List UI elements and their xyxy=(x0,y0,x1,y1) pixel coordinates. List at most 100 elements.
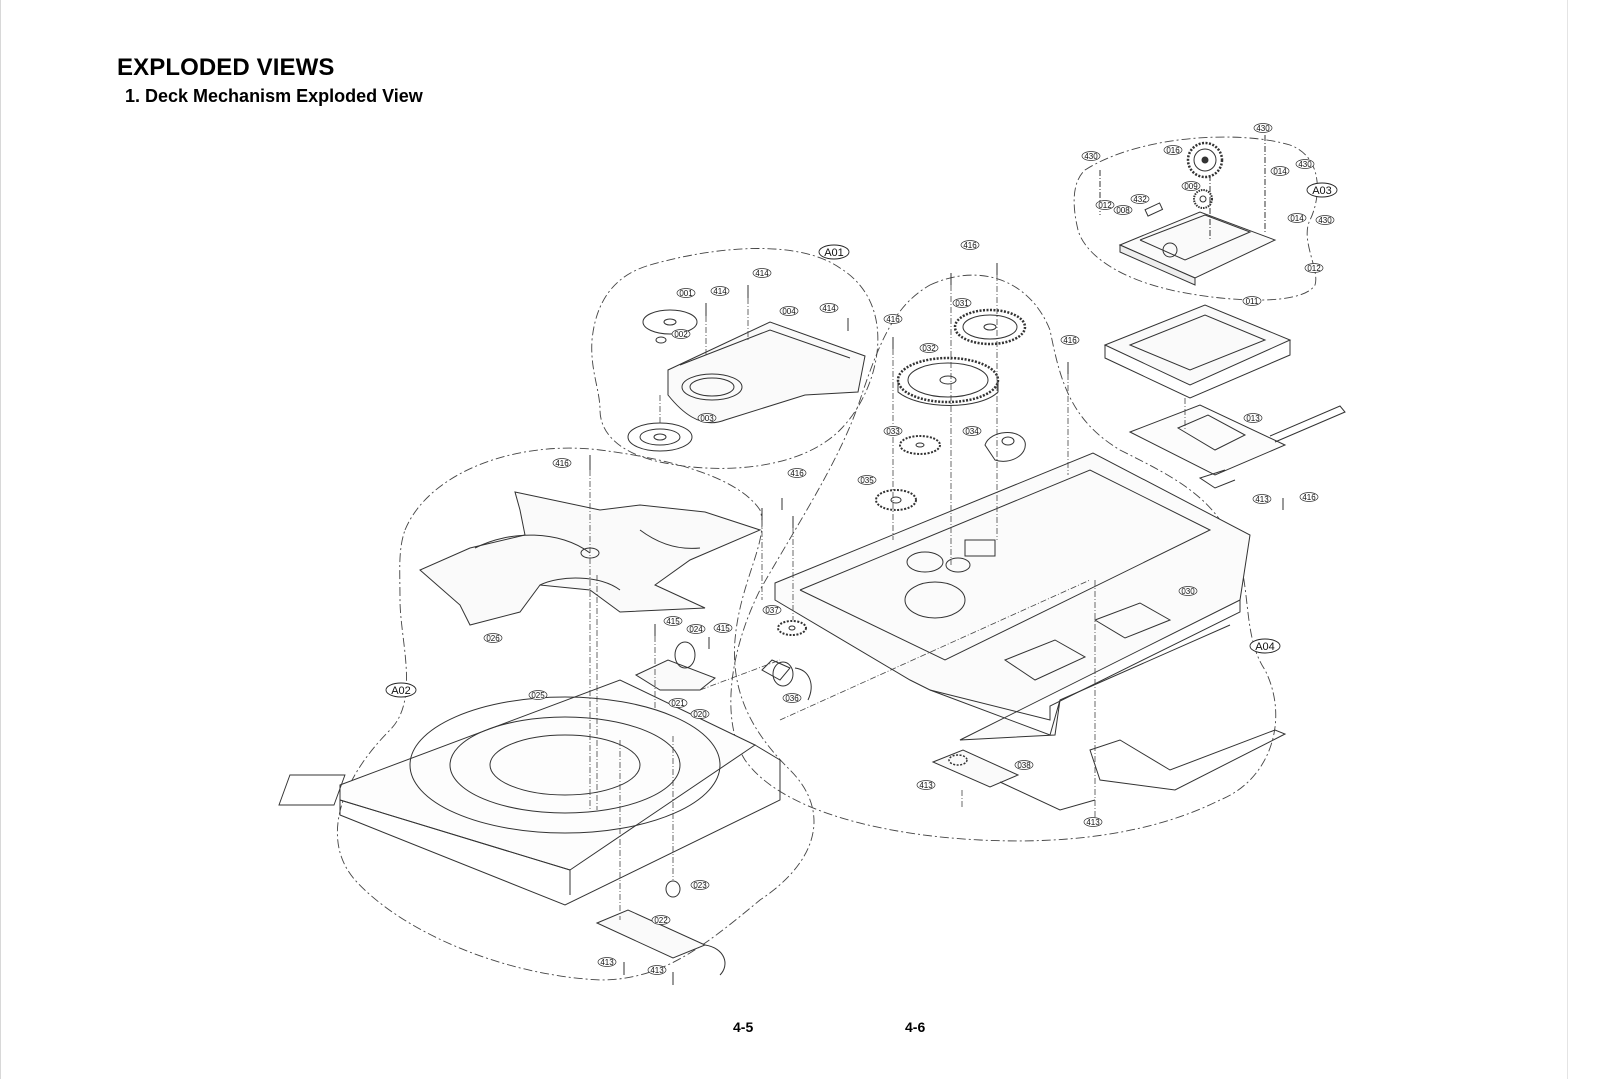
callout-a04-032: 032 xyxy=(919,343,939,353)
label-a04-011: 011 xyxy=(1246,297,1259,306)
label-a02-026: 026 xyxy=(486,634,500,643)
callout-a01-002: 002 xyxy=(671,329,691,339)
callout-a01-004: 004 xyxy=(779,306,799,316)
callout-a04-013: 013 xyxy=(1243,413,1263,423)
label-a01-001: 001 xyxy=(679,289,693,298)
disc-table-recess xyxy=(409,696,721,834)
label-a03-430-top: 430 xyxy=(1256,124,1270,133)
page-number-right: 4-6 xyxy=(905,1019,926,1035)
spindle-motor-icon xyxy=(1162,242,1178,258)
label-a02-021: 021 xyxy=(671,699,685,708)
clamper-003-icon xyxy=(627,422,693,452)
motor-036-icon xyxy=(761,659,791,681)
label-a04-033: 033 xyxy=(886,427,900,436)
callout-a02-026: 026 xyxy=(483,633,503,643)
board-013 xyxy=(1128,404,1287,476)
callout-a01-001: 001 xyxy=(676,288,696,298)
label-a04-034: 034 xyxy=(965,427,979,436)
knob-023-icon xyxy=(665,880,681,898)
label-a04-413-bottom: 413 xyxy=(919,781,933,790)
group-boundaries xyxy=(336,136,1318,981)
tray-window-right xyxy=(1093,602,1172,639)
callout-a04-036: 036 xyxy=(782,693,802,703)
tray-window-left xyxy=(1003,639,1087,681)
gear-035-icon xyxy=(875,489,917,511)
label-a04-036: 036 xyxy=(785,694,799,703)
page-title: EXPLODED VIEWS xyxy=(117,54,335,81)
callout-a04-413-right: 413 xyxy=(1252,494,1272,504)
assembly-a02 xyxy=(278,455,1091,985)
magnet-001-icon xyxy=(642,309,698,335)
callout-a03-430-far: 430 xyxy=(1315,215,1335,225)
callout-a01-414-right: 414 xyxy=(819,303,839,313)
label-a04-035: 035 xyxy=(860,476,874,485)
label-a03-016: 016 xyxy=(1166,146,1180,155)
assembly-a04 xyxy=(761,263,1346,822)
label-a04-013: 013 xyxy=(1246,414,1260,423)
callout-a02-416: 416 xyxy=(552,458,572,468)
label-a03-432: 432 xyxy=(1133,195,1147,204)
gear-033-icon xyxy=(899,435,941,455)
callout-a03-430-top: 430 xyxy=(1253,123,1273,133)
section-subtitle: 1. Deck Mechanism Exploded View xyxy=(125,86,423,106)
pickup-base xyxy=(1118,211,1277,279)
label-a02-415-left: 415 xyxy=(666,617,680,626)
label-a04-416-mid: 416 xyxy=(790,469,804,478)
board-038 xyxy=(931,749,1020,788)
label-a03-008: 008 xyxy=(1116,206,1130,215)
callout-a01-414-mid: 414 xyxy=(710,286,730,296)
callout-a02-413-right: 413 xyxy=(647,965,667,975)
label-a04-416-far: 416 xyxy=(1302,493,1316,502)
label-a02-413-right: 413 xyxy=(650,966,664,975)
flex-cable-bottom xyxy=(1089,729,1287,791)
gear-032-icon xyxy=(896,356,1000,404)
label-a03-430-left: 430 xyxy=(1084,152,1098,161)
bracket-024 xyxy=(634,659,716,691)
label-a04-037: 037 xyxy=(765,606,779,615)
holder-011 xyxy=(1103,304,1292,386)
group-label-a02: A02 xyxy=(391,685,411,697)
boundary-a02 xyxy=(336,447,815,981)
callout-a04-011: 011 xyxy=(1242,296,1262,306)
label-a01-414-top: 414 xyxy=(755,269,769,278)
callout-a03-012-left: 012 xyxy=(1095,200,1115,210)
label-a02-413-left: 413 xyxy=(600,958,614,967)
label-a03-012-left: 012 xyxy=(1098,201,1112,210)
callout-a03-008: 008 xyxy=(1113,205,1133,215)
gear-009-icon xyxy=(1193,189,1213,209)
callout-a02-021: 021 xyxy=(668,698,688,708)
tray-frame-inner xyxy=(799,469,1212,661)
callout-a02-023: 023 xyxy=(690,880,710,890)
label-a01-002: 002 xyxy=(674,330,688,339)
label-a02-025: 025 xyxy=(531,691,545,700)
callout-a02-413-left: 413 xyxy=(597,957,617,967)
gear-037-icon xyxy=(777,620,807,636)
callout-a03-014-top: 014 xyxy=(1270,166,1290,176)
label-a04-416-top: 416 xyxy=(963,241,977,250)
callout-a04-031: 031 xyxy=(952,298,972,308)
group-label-a03: A03 xyxy=(1312,185,1332,197)
label-a03-014-right: 014 xyxy=(1290,214,1304,223)
callout-a04-416-right: 416 xyxy=(1060,335,1080,345)
label-a03-012-right: 012 xyxy=(1307,264,1321,273)
cam-034-icon xyxy=(984,432,1026,462)
label-a01-414-right: 414 xyxy=(822,304,836,313)
boundary-a03 xyxy=(1073,136,1318,301)
label-a01-414-mid: 414 xyxy=(713,287,727,296)
label-a04-416-left: 416 xyxy=(886,315,900,324)
callout-a03-430-left: 430 xyxy=(1081,151,1101,161)
callout-a03-009: 009 xyxy=(1181,181,1201,191)
label-a03-009: 009 xyxy=(1184,182,1198,191)
board-022 xyxy=(595,909,707,959)
label-a01-003: 003 xyxy=(700,414,714,423)
callout-a03-012-right: 012 xyxy=(1304,263,1324,273)
label-a02-020: 020 xyxy=(693,710,707,719)
screws-a02 xyxy=(589,455,710,985)
screws-a01 xyxy=(705,285,849,331)
gear-cluster xyxy=(904,581,966,619)
callout-a04-416-left: 416 xyxy=(883,314,903,324)
gear-031-icon xyxy=(953,308,1027,346)
page-edge-left xyxy=(0,0,1,1079)
group-label-a04: A04 xyxy=(1255,641,1275,653)
label-a02-416: 416 xyxy=(555,459,569,468)
